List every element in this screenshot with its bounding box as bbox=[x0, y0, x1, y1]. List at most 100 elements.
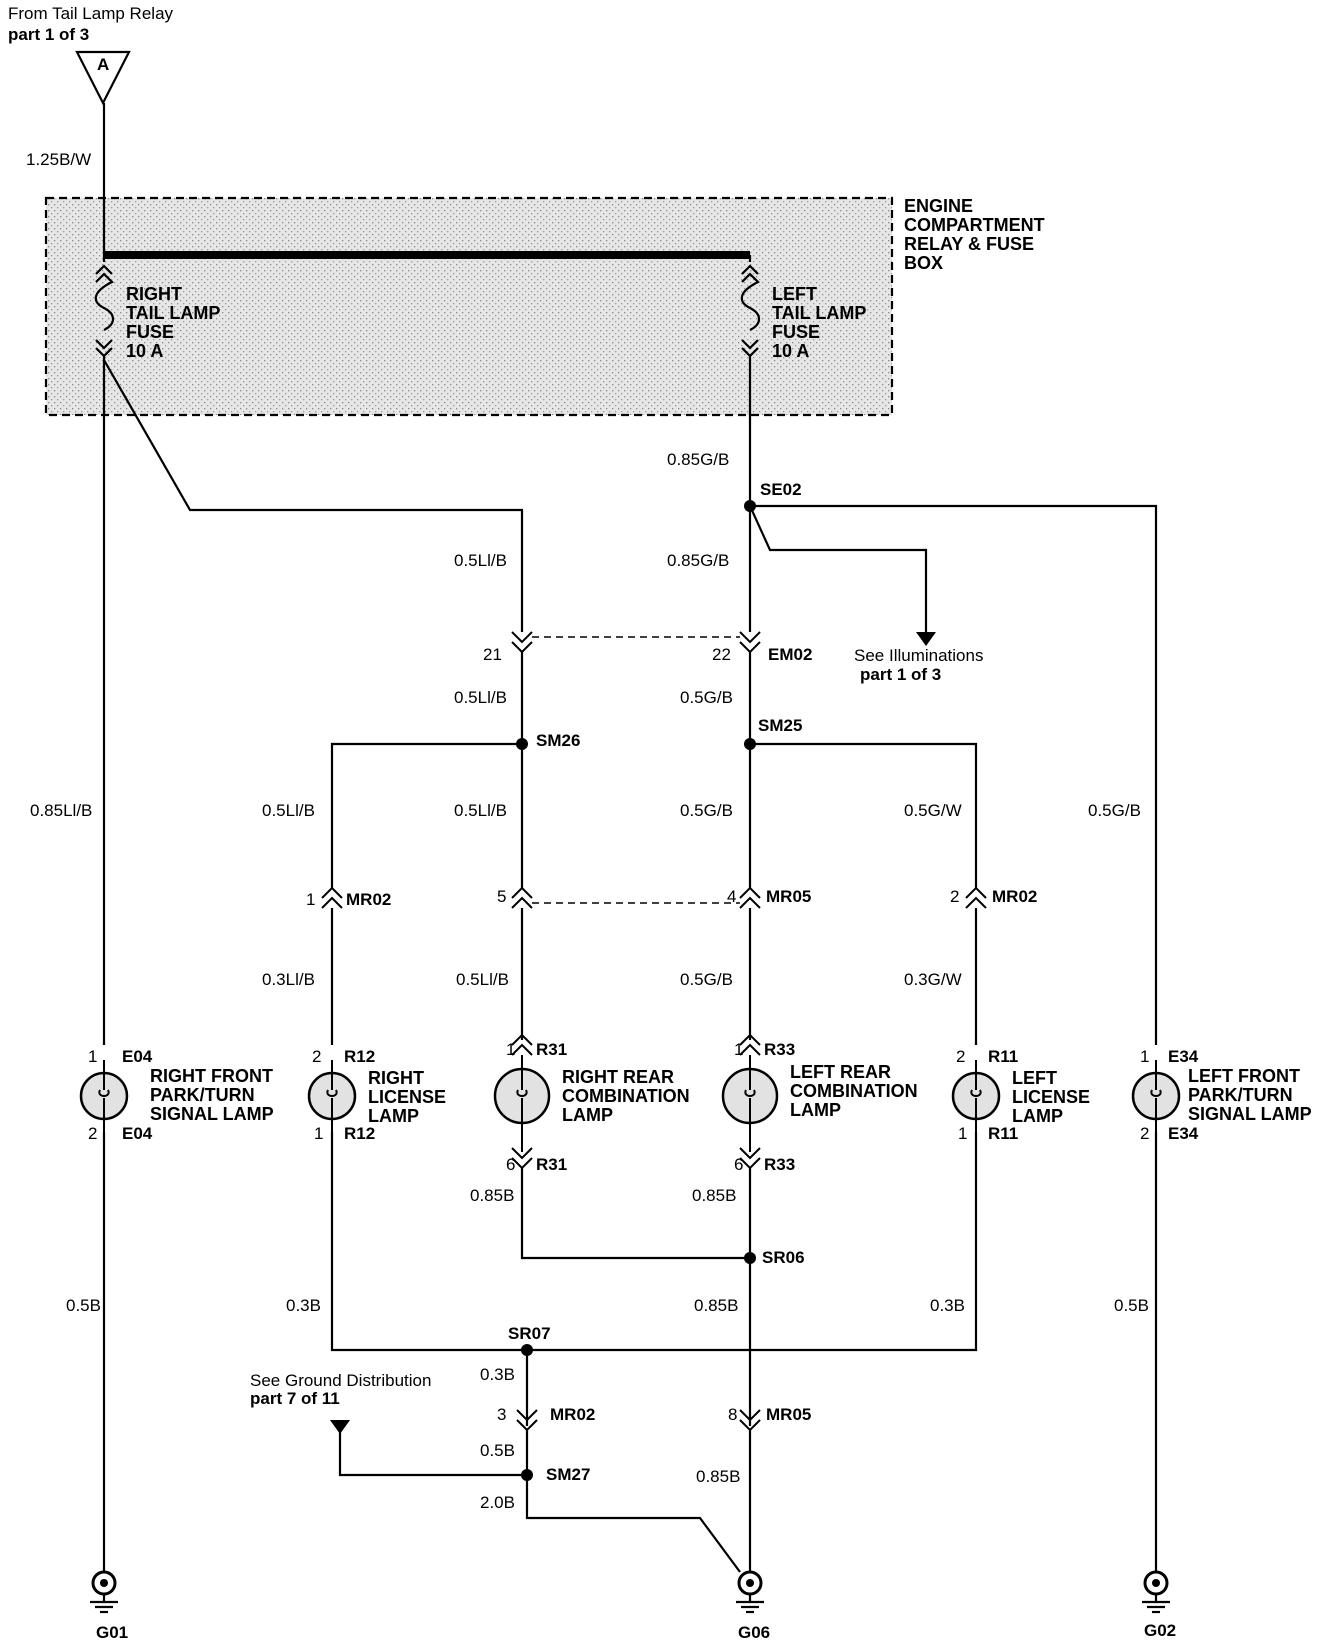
wire-sm27-to-ground-dist bbox=[338, 1430, 527, 1477]
label-sm26-down: 0.5Ll/B bbox=[454, 801, 507, 820]
lamp-left-rear: 1 R33 LEFT REAR COMBINATION LAMP 6 R33 bbox=[721, 1040, 918, 1174]
label-r31-out: 0.85B bbox=[470, 1186, 514, 1205]
lamp-right-license-top-conn: R12 bbox=[344, 1047, 375, 1066]
mr05-pin-8: 8 bbox=[728, 1405, 737, 1424]
lamp-right-front-label-2: PARK/TURN bbox=[150, 1085, 255, 1105]
label-mr05-4-down: 0.5G/B bbox=[680, 970, 733, 989]
lamp-left-rear-top-pin: 1 bbox=[734, 1040, 743, 1059]
ground-g01: G01 bbox=[90, 1570, 128, 1642]
label-21-to-sm26: 0.5Ll/B bbox=[454, 688, 507, 707]
connector-em02-label: EM02 bbox=[768, 645, 812, 664]
illum-arrow bbox=[916, 632, 936, 646]
lamp-left-rear-bot-pin: 6 bbox=[734, 1155, 743, 1174]
connector-5-symbol bbox=[511, 886, 533, 909]
wire-se02-to-illum bbox=[748, 505, 928, 636]
label-left-front-feed: 0.5G/B bbox=[1088, 801, 1141, 820]
wire-sr07-bus bbox=[330, 1132, 978, 1352]
label-left-fuse-out: 0.85G/B bbox=[667, 450, 729, 469]
ground-g06-label: G06 bbox=[738, 1623, 770, 1642]
label-right-front-feed: 0.85Ll/B bbox=[30, 801, 92, 820]
lamp-left-front-bot-pin: 2 bbox=[1140, 1124, 1149, 1143]
splice-sr06-label: SR06 bbox=[762, 1248, 805, 1267]
ground-g02-label: G02 bbox=[1144, 1621, 1176, 1640]
connector-mr02-2-symbol bbox=[965, 886, 987, 909]
connector-5-pin: 5 bbox=[497, 887, 506, 906]
right-tail-lamp-fuse: RIGHT TAIL LAMP FUSE 10 A bbox=[94, 255, 220, 361]
lamp-right-front-label-3: SIGNAL LAMP bbox=[150, 1104, 274, 1124]
left-fuse-label-2: TAIL LAMP bbox=[772, 303, 866, 323]
lamp-left-front-bot-conn: E34 bbox=[1168, 1124, 1199, 1143]
label-22-to-sm25: 0.5G/B bbox=[680, 688, 733, 707]
right-fuse-label-2: TAIL LAMP bbox=[126, 303, 220, 323]
label-mr05-8-down: 0.85B bbox=[696, 1467, 740, 1486]
ground-g06-center bbox=[746, 1579, 754, 1587]
left-tail-lamp-fuse: LEFT TAIL LAMP FUSE 10 A bbox=[740, 255, 866, 361]
splice-sr07-dot bbox=[521, 1344, 533, 1356]
lamp-right-license-bot-conn: R12 bbox=[344, 1124, 375, 1143]
box-label-1: ENGINE bbox=[904, 196, 973, 216]
wire-right-fuse-to-21 bbox=[103, 359, 524, 632]
label-sm25-down: 0.5G/B bbox=[680, 801, 733, 820]
ground-dist-ref-part: part 7 of 11 bbox=[250, 1389, 340, 1408]
lamp-left-front-label-2: PARK/TURN bbox=[1188, 1085, 1293, 1105]
lamp-right-license-top-pin: 2 bbox=[312, 1047, 321, 1066]
lamp-right-rear-label-3: LAMP bbox=[562, 1105, 613, 1125]
lamp-left-license-bot-conn: R11 bbox=[988, 1124, 1018, 1143]
lamp-left-front: 1 E34 2 E34 LEFT FRONT PARK/TURN SIGNAL … bbox=[1131, 1047, 1312, 1143]
splice-sm25-dot bbox=[744, 738, 756, 750]
connector-mr05-4-symbol bbox=[739, 886, 761, 909]
mr02-pin-3: 3 bbox=[497, 1405, 506, 1424]
ground-g01-center bbox=[100, 1579, 108, 1587]
lamp-left-license-top-conn: R11 bbox=[988, 1047, 1018, 1066]
label-sm27-down: 2.0B bbox=[480, 1493, 515, 1512]
label-sr07-down: 0.3B bbox=[480, 1365, 515, 1384]
lamp-right-license: 2 R12 1 R12 RIGHT LICENSE LAMP bbox=[307, 1047, 446, 1143]
label-right-to-21: 0.5Ll/B bbox=[454, 551, 507, 570]
engine-compartment-box: ENGINE COMPARTMENT RELAY & FUSE BOX bbox=[44, 196, 1045, 417]
splice-sm27-label: SM27 bbox=[546, 1465, 590, 1484]
lamp-right-rear-bot-pin: 6 bbox=[506, 1155, 515, 1174]
wire-sm26-left bbox=[330, 742, 522, 888]
illum-ref-text: See Illuminations bbox=[854, 646, 983, 665]
label-lf-ground: 0.5B bbox=[1114, 1296, 1149, 1315]
mr02-label-a: MR02 bbox=[346, 890, 391, 909]
ground-dist-arrow bbox=[330, 1420, 350, 1434]
mr05-pin-4: 4 bbox=[727, 887, 736, 906]
right-fuse-label-1: RIGHT bbox=[126, 284, 182, 304]
label-r33-out: 0.85B bbox=[692, 1186, 736, 1205]
source-from-text: From Tail Lamp Relay bbox=[8, 4, 174, 23]
source-header: From Tail Lamp Relay part 1 of 3 A bbox=[8, 4, 174, 106]
lamp-left-license: 2 R11 1 R11 LEFT LICENSE LAMP bbox=[951, 1047, 1090, 1143]
mr02-pin-1: 1 bbox=[306, 890, 315, 909]
splice-se02-dot bbox=[744, 500, 756, 512]
ground-g02-center bbox=[1152, 1579, 1160, 1587]
lamp-right-rear-top-conn: R31 bbox=[536, 1040, 567, 1059]
connector-a-letter: A bbox=[97, 55, 109, 74]
lamp-right-license-label-3: LAMP bbox=[368, 1106, 419, 1126]
connector-r33-top-symbol bbox=[739, 1033, 761, 1056]
mr02-label-b: MR02 bbox=[992, 887, 1037, 906]
lamp-left-rear-label-1: LEFT REAR bbox=[790, 1062, 891, 1082]
right-fuse-label-4: 10 A bbox=[126, 341, 163, 361]
lamp-right-rear: 1 R31 RIGHT REAR COMBINATION LAMP 6 R31 bbox=[493, 1040, 690, 1174]
left-fuse-symbol bbox=[740, 255, 761, 360]
ground-g01-label: G01 bbox=[96, 1623, 128, 1642]
illum-ref-part: part 1 of 3 bbox=[860, 665, 941, 684]
label-mr02-1-down: 0.3Ll/B bbox=[262, 970, 315, 989]
lamp-right-front-label-1: RIGHT FRONT bbox=[150, 1066, 273, 1086]
lamp-right-license-filament bbox=[326, 1060, 338, 1132]
lamp-left-rear-bot-conn: R33 bbox=[764, 1155, 795, 1174]
lamp-right-rear-label-2: COMBINATION bbox=[562, 1086, 690, 1106]
right-fuse-symbol bbox=[94, 255, 115, 360]
ground-dist-ref-text: See Ground Distribution bbox=[250, 1371, 431, 1390]
lamp-left-front-filament bbox=[1150, 1060, 1162, 1132]
mr02-pin-2: 2 bbox=[950, 887, 959, 906]
splice-sm26-label: SM26 bbox=[536, 731, 580, 750]
lamp-right-license-label-2: LICENSE bbox=[368, 1087, 446, 1107]
lamp-right-front-top-pin: 1 bbox=[88, 1047, 97, 1066]
splice-sm25-label: SM25 bbox=[758, 716, 802, 735]
lamp-right-rear-bot-conn: R31 bbox=[536, 1155, 567, 1174]
lamp-right-rear-filament bbox=[516, 1055, 528, 1152]
mr02-label-c: MR02 bbox=[550, 1405, 595, 1424]
